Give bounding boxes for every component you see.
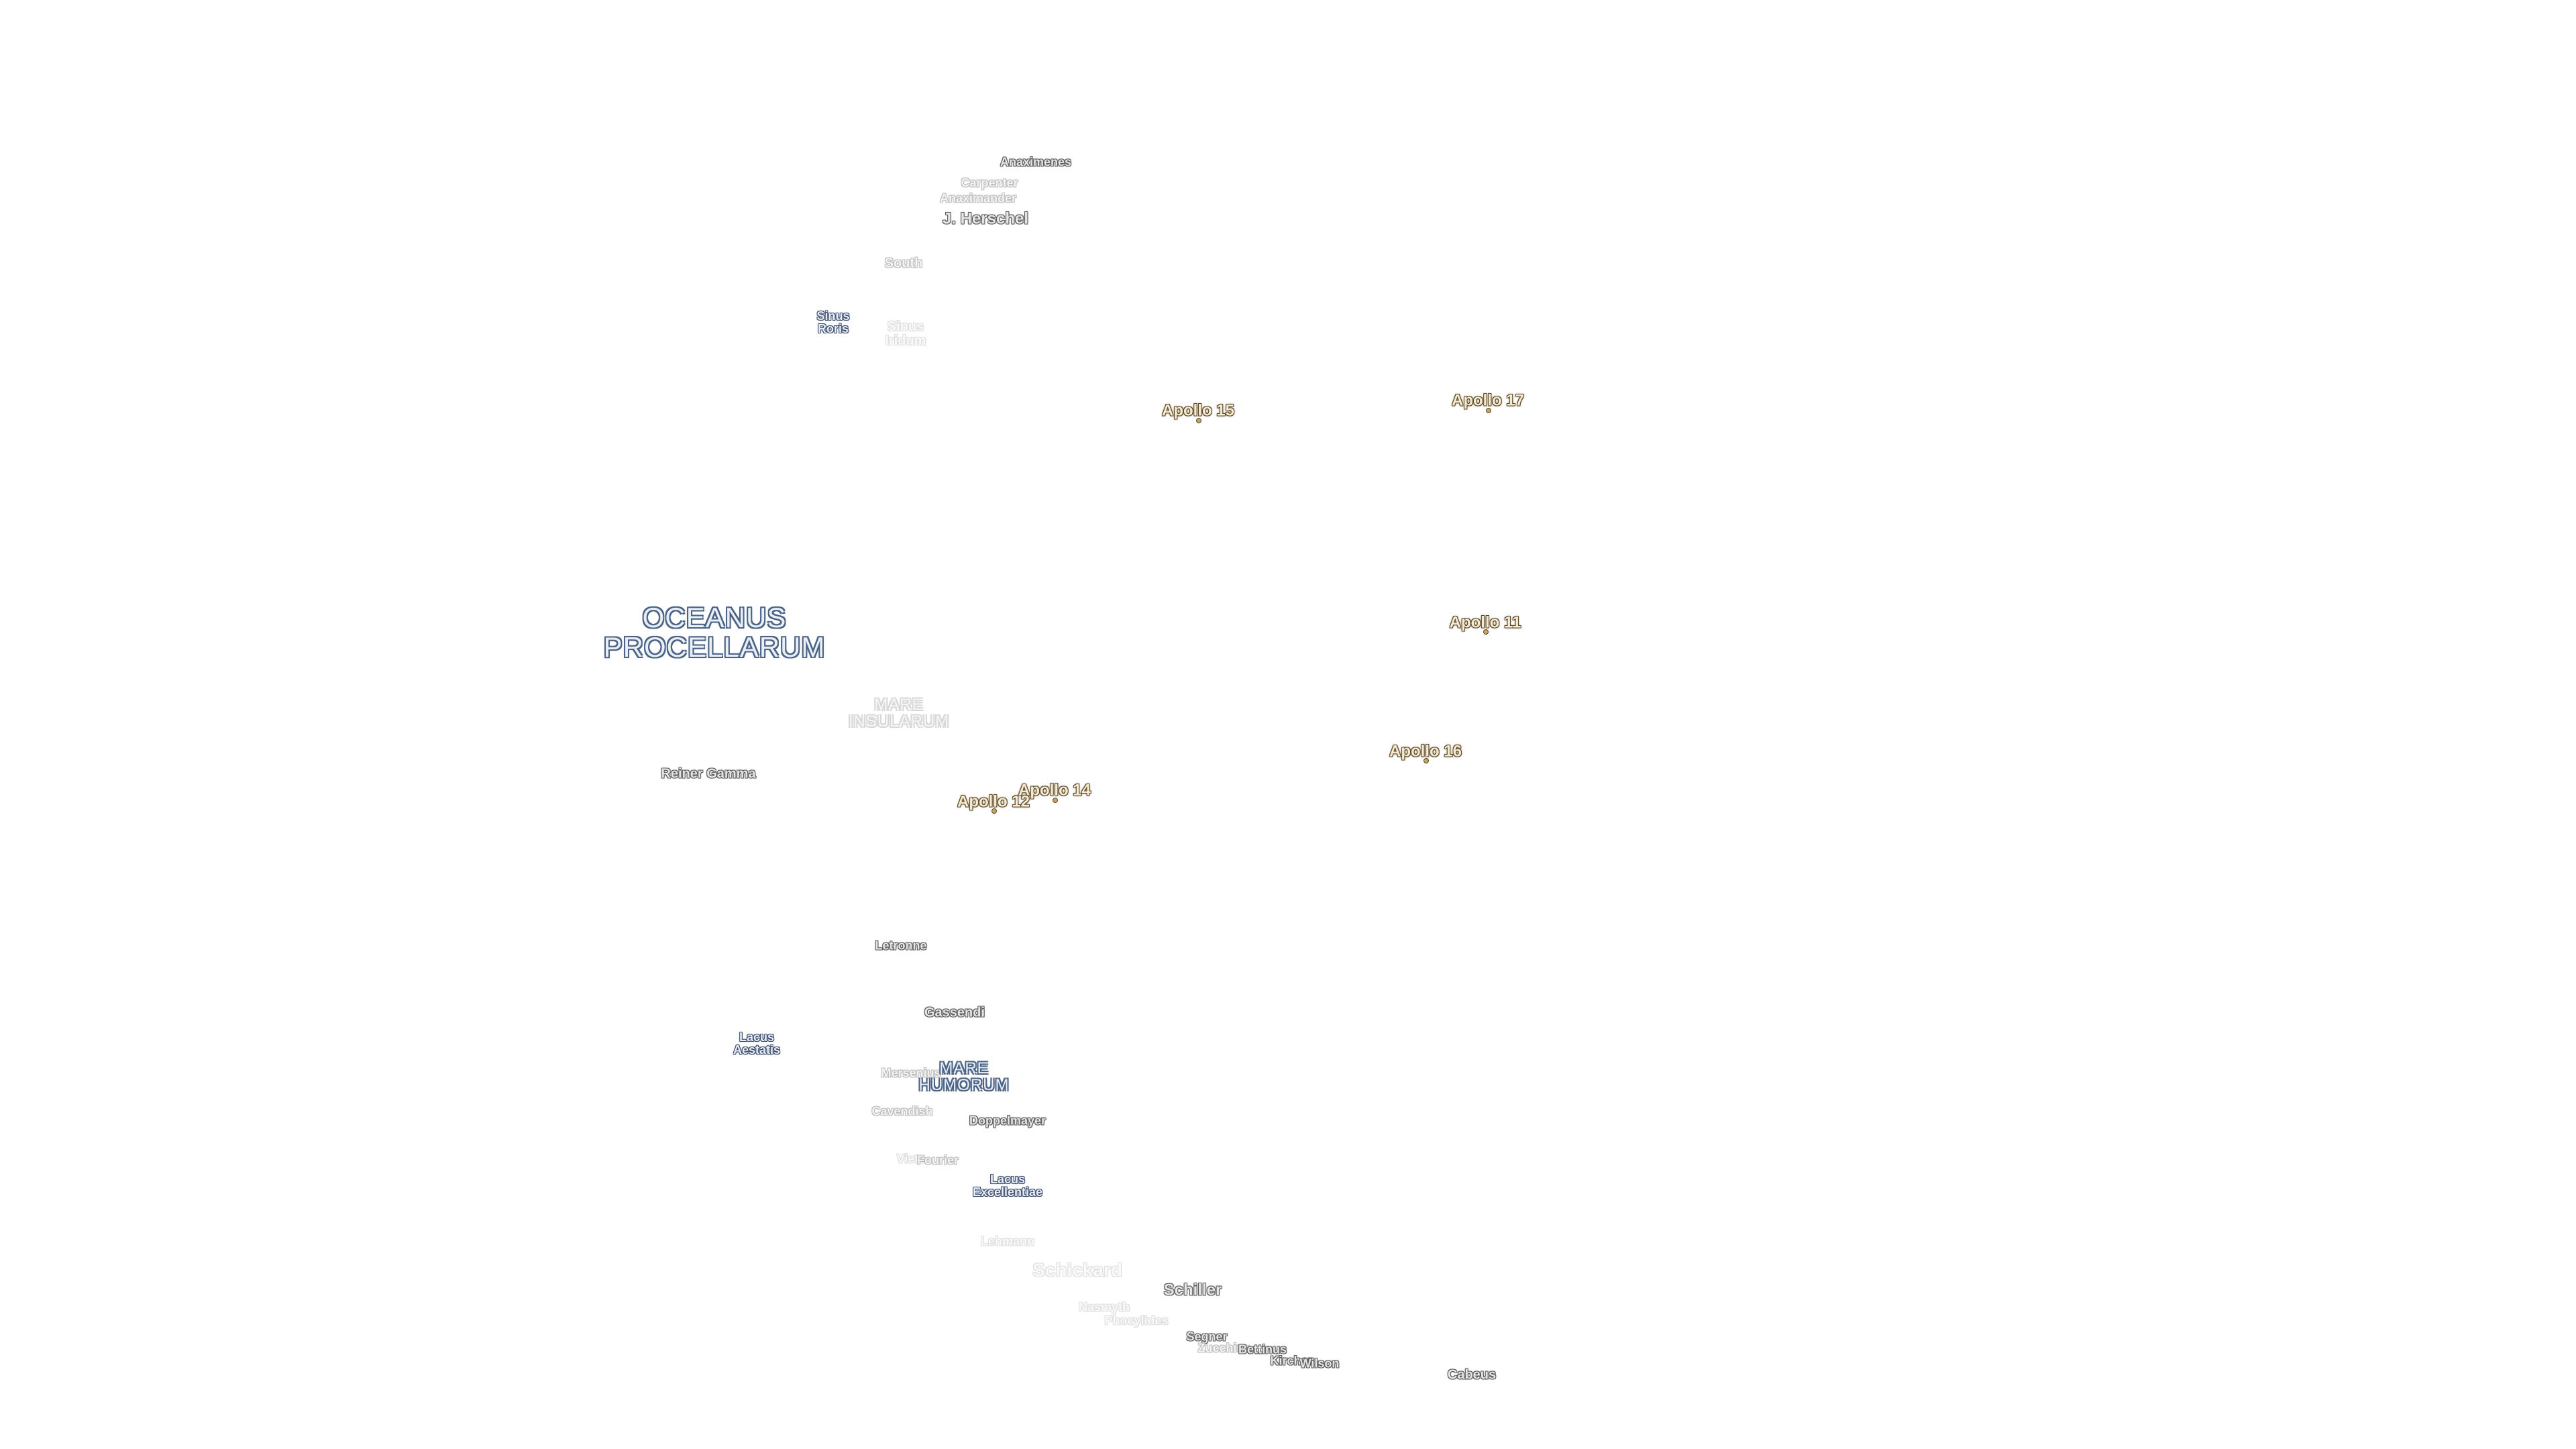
bay-label-sinus-roris[interactable]: Sinus Roris	[816, 310, 849, 335]
label-line: Lacus	[739, 1030, 775, 1044]
crater-name: Cabeus	[1447, 1367, 1497, 1383]
lake-label-lacus-excellentiae[interactable]: Lacus Excellentiae	[973, 1173, 1042, 1199]
crater-name: Vieta	[896, 1152, 926, 1166]
landing-site-marker[interactable]	[1053, 798, 1058, 803]
bay-label-sinus-iridum[interactable]: Sinus Iridum	[885, 320, 926, 348]
landing-site-marker[interactable]	[1483, 629, 1489, 635]
apollo-11-label[interactable]: Apollo 11	[1450, 614, 1521, 631]
crater-label-cavendish[interactable]: Cavendish	[871, 1104, 933, 1118]
crater-name: Fourier	[916, 1153, 959, 1167]
label-line: Sinus	[816, 309, 850, 323]
label-line: HUMORUM	[918, 1076, 1010, 1094]
crater-label-anaximander[interactable]: Anaximander	[939, 191, 1017, 205]
label-line: Aestatis	[733, 1043, 781, 1057]
crater-label-vieta[interactable]: Vieta	[896, 1152, 926, 1166]
crater-name: Cavendish	[871, 1104, 933, 1118]
apollo-site-name: Apollo 16	[1389, 742, 1462, 761]
apollo-17-label[interactable]: Apollo 17	[1452, 392, 1524, 409]
crater-name: Nasmyth	[1078, 1300, 1130, 1314]
crater-name: Carpenter	[961, 176, 1018, 190]
label-line: MARE	[939, 1059, 989, 1077]
crater-name: Schiller	[1163, 1281, 1222, 1299]
crater-name: J. Herschel	[942, 209, 1029, 228]
crater-name: Segner	[1186, 1330, 1228, 1344]
crater-name: Schickard	[1032, 1259, 1122, 1281]
crater-label-gassendi[interactable]: Gassendi	[924, 1006, 985, 1020]
crater-name: Letronne	[875, 938, 927, 953]
crater-label-letronne[interactable]: Letronne	[875, 938, 927, 953]
crater-label-doppelmayer[interactable]: Doppelmayer	[969, 1114, 1046, 1128]
crater-label-segner[interactable]: Segner	[1186, 1330, 1228, 1344]
feature-label-reiner-gamma[interactable]: Reiner Gamma	[661, 767, 755, 782]
crater-name: Lehmann	[980, 1234, 1035, 1248]
label-line: Excellentiae	[972, 1185, 1043, 1199]
crater-name: Anaximander	[939, 191, 1017, 205]
mare-label-mare-insularum[interactable]: MARE INSULARUM	[848, 695, 950, 731]
apollo-site-name: Apollo 15	[1161, 401, 1235, 420]
apollo-15-label[interactable]: Apollo 15	[1162, 402, 1234, 419]
crater-name: Wilson	[1299, 1356, 1340, 1371]
crater-label-south[interactable]: South	[884, 256, 923, 271]
crater-label-cabeus[interactable]: Cabeus	[1448, 1368, 1496, 1383]
crater-label-lehmann[interactable]: Lehmann	[980, 1234, 1035, 1248]
label-line: Roris	[817, 322, 849, 335]
crater-name: Kircher	[1270, 1354, 1313, 1368]
label-line: INSULARUM	[848, 712, 950, 731]
crater-name: Gassendi	[924, 1005, 985, 1020]
crater-name: South	[884, 256, 923, 271]
crater-label-schickard[interactable]: Schickard	[1032, 1260, 1122, 1279]
crater-name: Doppelmayer	[969, 1114, 1046, 1128]
crater-label-wilson[interactable]: Wilson	[1299, 1356, 1340, 1371]
apollo-site-name: Apollo 12	[957, 792, 1030, 811]
apollo-16-label[interactable]: Apollo 16	[1389, 743, 1462, 759]
landing-site-marker[interactable]	[1486, 408, 1491, 413]
label-line: OCEANUS	[642, 601, 787, 633]
lake-label-lacus-aestatis[interactable]: Lacus Aestatis	[733, 1031, 780, 1057]
crater-label-fourier[interactable]: Fourier	[916, 1153, 959, 1167]
crater-name: Zucchius	[1197, 1341, 1251, 1355]
crater-name: Bettinus	[1238, 1342, 1287, 1356]
crater-label-carpenter[interactable]: Carpenter	[961, 176, 1018, 190]
landing-site-marker[interactable]	[1424, 758, 1429, 763]
label-line: Sinus	[887, 319, 924, 334]
label-line: MARE	[874, 695, 924, 714]
crater-name: Mersenius	[881, 1066, 941, 1080]
apollo-12-label[interactable]: Apollo 12	[957, 793, 1030, 810]
crater-label-nasmyth[interactable]: Nasmyth	[1079, 1301, 1130, 1314]
apollo-site-name: Apollo 17	[1451, 391, 1525, 410]
crater-label-kircher[interactable]: Kircher	[1270, 1354, 1313, 1368]
mare-label-mare-humorum[interactable]: MARE HUMORUM	[918, 1059, 1010, 1094]
crater-name: Anaximenes	[1000, 155, 1072, 169]
mare-label-oceanus-procellarum[interactable]: OCEANUS PROCELLARUM	[603, 601, 826, 663]
feature-name: Reiner Gamma	[661, 766, 756, 782]
landing-site-marker[interactable]	[1196, 418, 1201, 423]
crater-label-phocylides[interactable]: Phocylides	[1104, 1313, 1169, 1328]
crater-label-j-herschel[interactable]: J. Herschel	[943, 210, 1028, 227]
crater-label-schiller[interactable]: Schiller	[1164, 1281, 1222, 1298]
crater-label-zucchius[interactable]: Zucchius	[1197, 1342, 1250, 1355]
label-line: PROCELLARUM	[603, 631, 826, 663]
label-line: Iridum	[885, 333, 926, 348]
landing-site-marker[interactable]	[991, 808, 997, 814]
label-line: Lacus	[989, 1173, 1026, 1187]
crater-label-anaximenes[interactable]: Anaximenes	[1000, 156, 1071, 169]
apollo-site-name: Apollo 14	[1018, 781, 1091, 800]
crater-label-mersenius[interactable]: Mersenius	[881, 1067, 941, 1080]
crater-label-bettinus[interactable]: Bettinus	[1238, 1342, 1287, 1356]
crater-name: Phocylides	[1104, 1313, 1169, 1328]
apollo-14-label[interactable]: Apollo 14	[1018, 782, 1091, 798]
apollo-site-name: Apollo 11	[1449, 613, 1521, 632]
